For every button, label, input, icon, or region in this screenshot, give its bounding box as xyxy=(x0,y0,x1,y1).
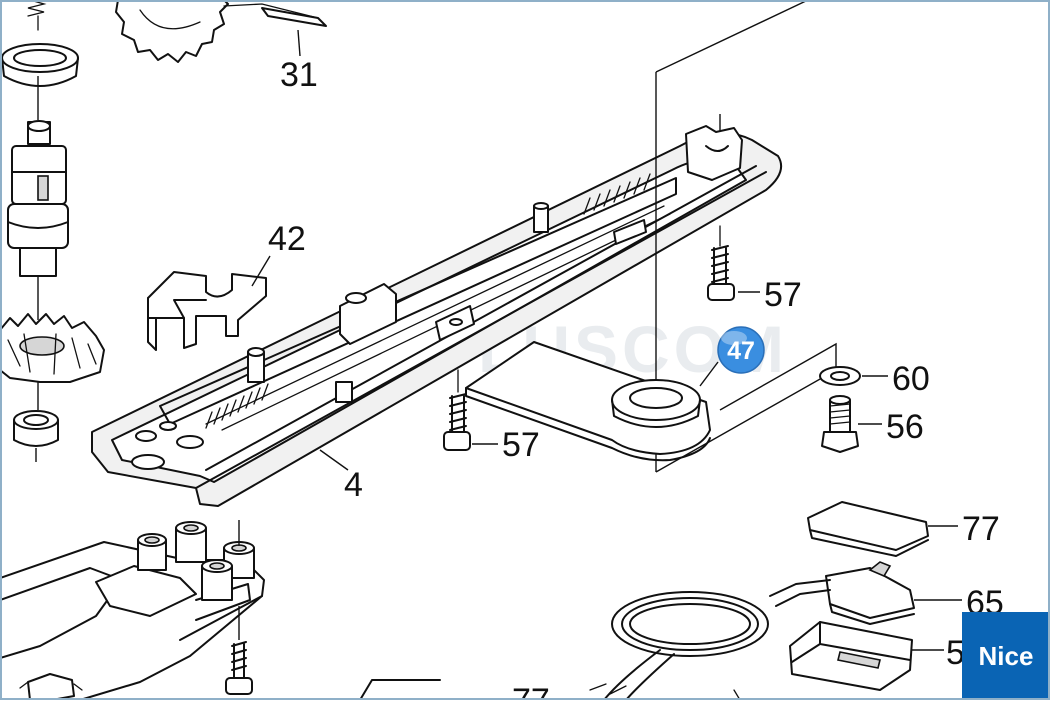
screw-57-upper: 57 xyxy=(707,225,802,314)
part-label-57-lower: 57 xyxy=(502,426,540,464)
part-label-31: 31 xyxy=(280,56,318,94)
motor-housing-part xyxy=(0,520,265,701)
partial-part-bottom xyxy=(359,679,441,701)
highlighted-part-badge[interactable]: 47 xyxy=(717,326,765,374)
spur-gear: 31 xyxy=(115,0,327,94)
screw-57-lower: 57 xyxy=(443,369,540,464)
part-label-4: 4 xyxy=(344,466,363,504)
bolt-part: 56 xyxy=(821,395,924,453)
part-label-57-upper: 57 xyxy=(764,276,802,314)
part-label-47: 47 xyxy=(727,337,755,365)
part-label-42: 42 xyxy=(268,220,306,258)
brand-logo: Nice xyxy=(962,612,1050,700)
part-label-60: 60 xyxy=(892,360,930,398)
pad-part: 77 xyxy=(807,501,1000,557)
drive-shaft-assembly xyxy=(0,0,105,462)
washer-part: 60 xyxy=(819,360,930,398)
part-label-77: 77 xyxy=(962,510,1000,548)
mounting-plate xyxy=(465,341,719,462)
slide-rail-part: 4 xyxy=(91,114,782,507)
part-label-56: 56 xyxy=(886,408,924,446)
switch-cover-part: 5 xyxy=(789,621,965,691)
part-label-5: 5 xyxy=(946,634,965,672)
guide-line-lower xyxy=(655,342,837,473)
guide-line-top xyxy=(655,0,809,73)
u-bracket-part: 42 xyxy=(147,220,306,351)
badge-circle[interactable] xyxy=(717,326,765,374)
cable-coil xyxy=(589,591,769,701)
part-label-77-bottom: 77 xyxy=(512,682,550,700)
